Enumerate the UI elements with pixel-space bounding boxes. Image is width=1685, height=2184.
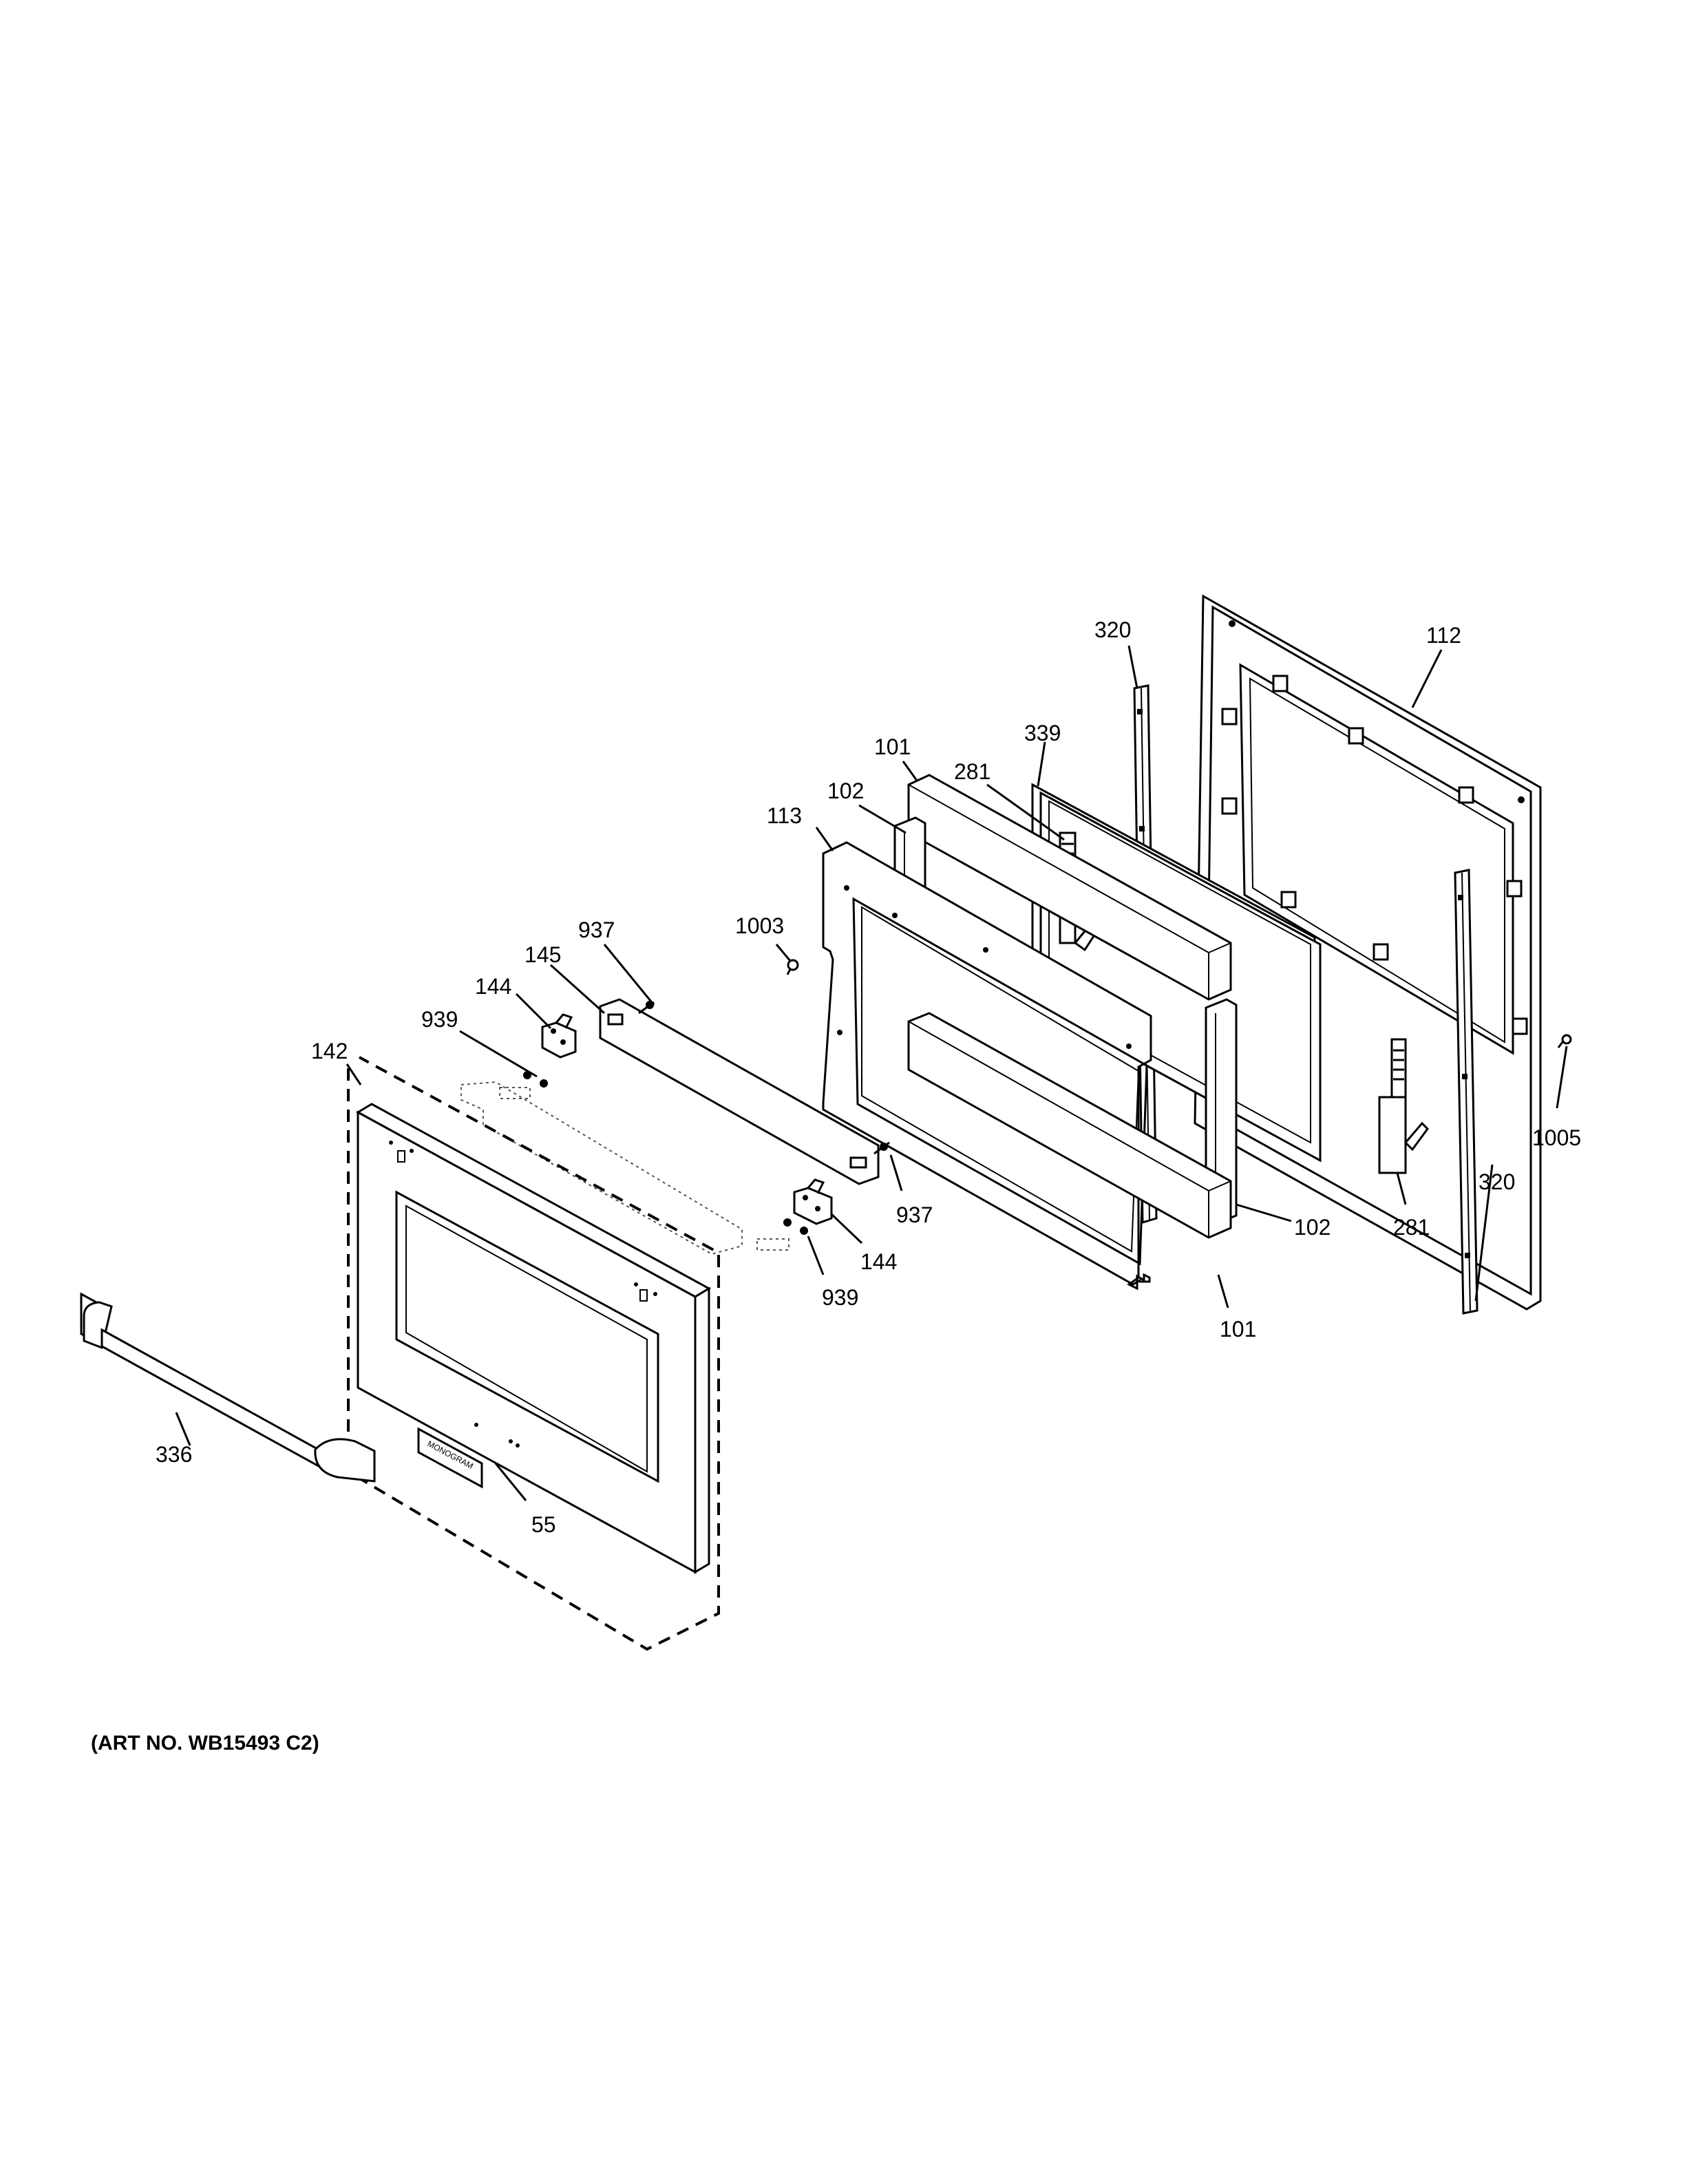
part-112-clip	[1506, 880, 1523, 898]
part-101-insulation-bottom	[907, 1012, 1232, 1239]
callout-320-top: 320	[1094, 617, 1131, 642]
callout-144-bottom: 144	[860, 1249, 897, 1274]
callout-142: 142	[311, 1039, 348, 1063]
part-112-clip	[1458, 786, 1474, 804]
callout-281-bottom: 281	[1393, 1215, 1430, 1240]
callout-939-top: 939	[421, 1007, 458, 1032]
part-112-clip	[1221, 797, 1238, 815]
callout-937-bottom: 937	[896, 1202, 933, 1227]
callout-labels: 112 320 339 281 101 102 113 1003 937 145…	[156, 617, 1581, 1537]
part-144-bracket-lower	[793, 1178, 833, 1225]
callout-113: 113	[767, 803, 802, 828]
callout-102-bottom: 102	[1294, 1215, 1331, 1240]
part-281-hinge-lower	[1378, 1038, 1429, 1174]
part-112-clip	[1280, 891, 1297, 909]
callout-145: 145	[524, 942, 561, 967]
part-142-door-assembly-outline	[347, 1056, 720, 1651]
part-144-bracket-upper	[541, 1013, 577, 1059]
part-145-hinge-rail	[599, 998, 880, 1185]
part-1005-screw	[1557, 1034, 1572, 1048]
leader-lines	[175, 645, 1568, 1501]
part-320-hinge-channel-right	[1454, 869, 1479, 1315]
part-939-screws-lower	[783, 1218, 808, 1235]
part-112-clip	[1348, 727, 1364, 745]
callout-937-top: 937	[578, 918, 615, 942]
door-outer-panel	[355, 1103, 712, 1574]
callout-939-bottom: 939	[822, 1285, 858, 1310]
callout-1005: 1005	[1532, 1125, 1581, 1150]
part-112-clip	[1373, 943, 1389, 961]
part-939-screws-upper	[523, 1071, 548, 1088]
callout-339: 339	[1024, 721, 1061, 745]
callout-144-top: 144	[475, 974, 511, 999]
art-number: (ART NO. WB15493 C2)	[91, 1732, 319, 1754]
callout-320-bottom: 320	[1479, 1169, 1515, 1194]
part-336-handle	[80, 1292, 376, 1483]
callout-336: 336	[156, 1442, 192, 1467]
callout-281-top: 281	[954, 759, 990, 784]
part-112-clip	[1221, 708, 1238, 725]
callout-1003: 1003	[735, 913, 784, 938]
callout-55: 55	[531, 1512, 556, 1537]
callout-101-top: 101	[874, 734, 911, 759]
hidden-hinge-outline	[460, 1081, 789, 1255]
part-112-clip	[1272, 675, 1289, 692]
part-937-screw-lower	[873, 1141, 890, 1155]
callout-112: 112	[1426, 623, 1461, 648]
part-1003-screw	[786, 959, 799, 975]
callout-101-bottom: 101	[1220, 1317, 1256, 1342]
part-112-clip	[1512, 1017, 1528, 1035]
callout-102-top: 102	[827, 778, 864, 803]
